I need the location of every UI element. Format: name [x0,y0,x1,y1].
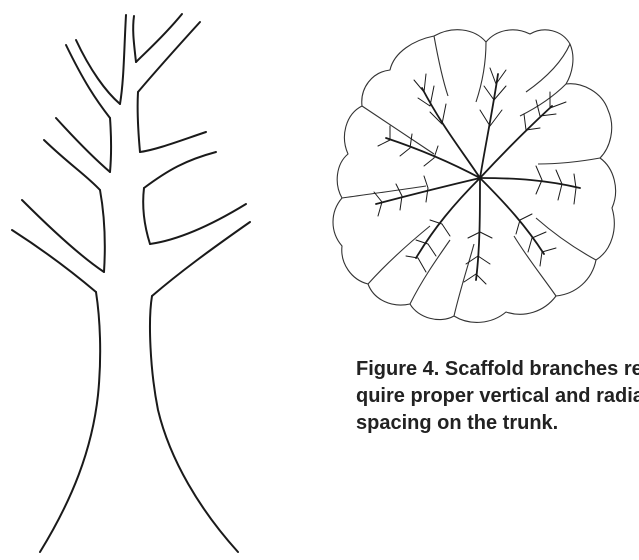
trunk-left-upper [110,118,111,172]
figure-caption: Figure 4. Scaffold branches re- quire pr… [356,356,638,437]
caption-line-1: Figure 4. Scaffold branches re- [356,356,638,383]
branch-upper-left-underside [66,45,110,118]
trunk-right-mid [143,188,150,244]
tree-side-view-illustration [0,0,330,560]
branch-lower-right-underside [152,222,250,296]
branch-mid-left-underside [44,140,100,190]
caption-line-3: spacing on the trunk. [356,410,638,437]
leader-right-edge [133,16,136,62]
branch-upper-left-topside [76,40,120,104]
radial-scaffold-branches [376,74,580,280]
branch-lower-left-underside [12,230,96,292]
branch-upper-right-underside [138,22,200,92]
trunk-right-edge [150,296,238,552]
branch-lower-right-topside [150,204,246,244]
branch-mid-right-underside [144,152,216,188]
trunk-left-edge [40,292,100,552]
branch-upper-right-topside [136,14,182,62]
tree-top-view-illustration [330,18,630,336]
leader-left-edge [120,15,126,104]
canopy-outline [333,30,616,323]
branch-mid-left-topside [56,118,110,172]
branch-lower-left-topside [22,200,104,272]
branch-mid-right-topside [140,132,206,152]
caption-line-2: quire proper vertical and radial [356,383,638,410]
trunk-left-mid [100,190,105,272]
trunk-right-upper [138,92,140,152]
